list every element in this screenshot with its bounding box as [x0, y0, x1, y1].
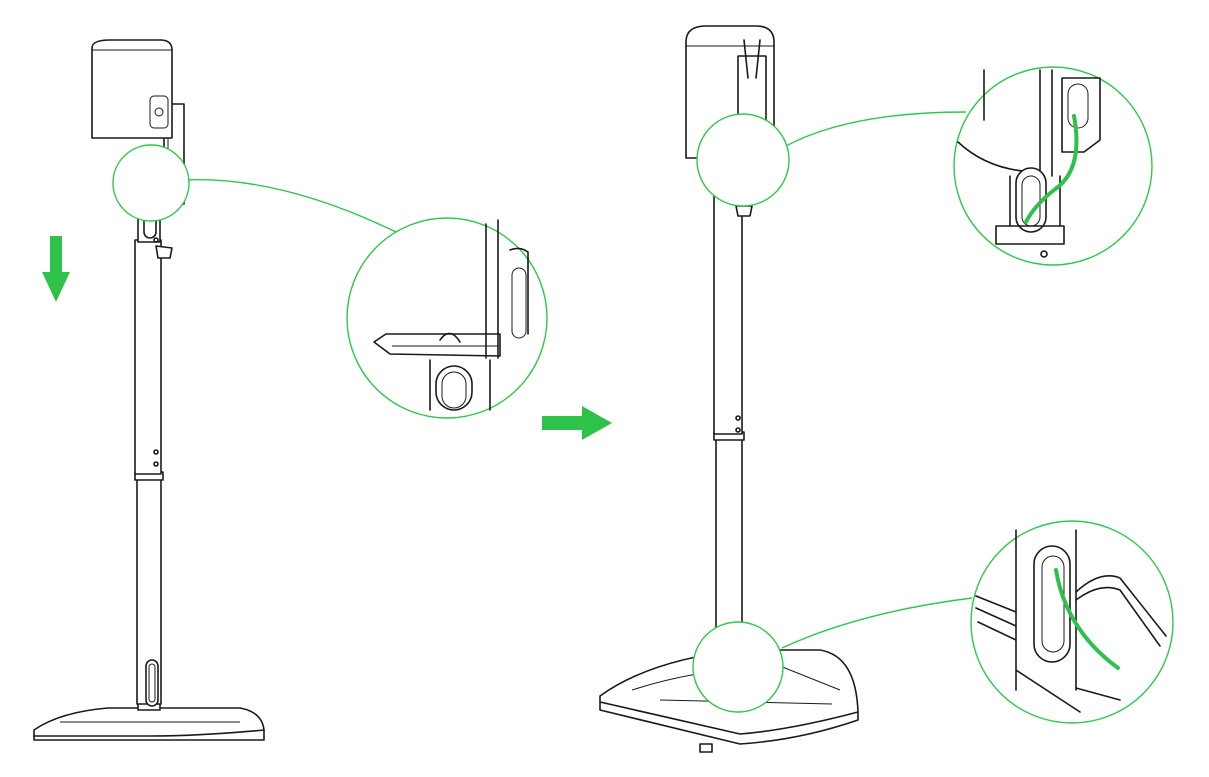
- right-lower-detail-base: [975, 529, 1167, 713]
- right-lower-detail-callout: [692, 520, 1174, 724]
- right-lower-callout-detail-circle: [970, 520, 1174, 724]
- left-callout-detail-circle: [346, 217, 548, 419]
- left-callout-source-circle: [112, 144, 190, 222]
- right-upper-callout-source-circle: [696, 113, 790, 207]
- right-upper-detail-bracket: [957, 69, 1101, 258]
- left-detail-bracket: [373, 219, 529, 411]
- right-upper-detail-callout: [696, 66, 1153, 266]
- right-lower-callout-source-circle: [692, 621, 784, 713]
- arrow-right-icon: [542, 406, 612, 440]
- arrow-down-icon: [42, 236, 70, 302]
- left-detail-callout: [112, 144, 548, 419]
- right-upper-callout-detail-circle: [953, 66, 1153, 266]
